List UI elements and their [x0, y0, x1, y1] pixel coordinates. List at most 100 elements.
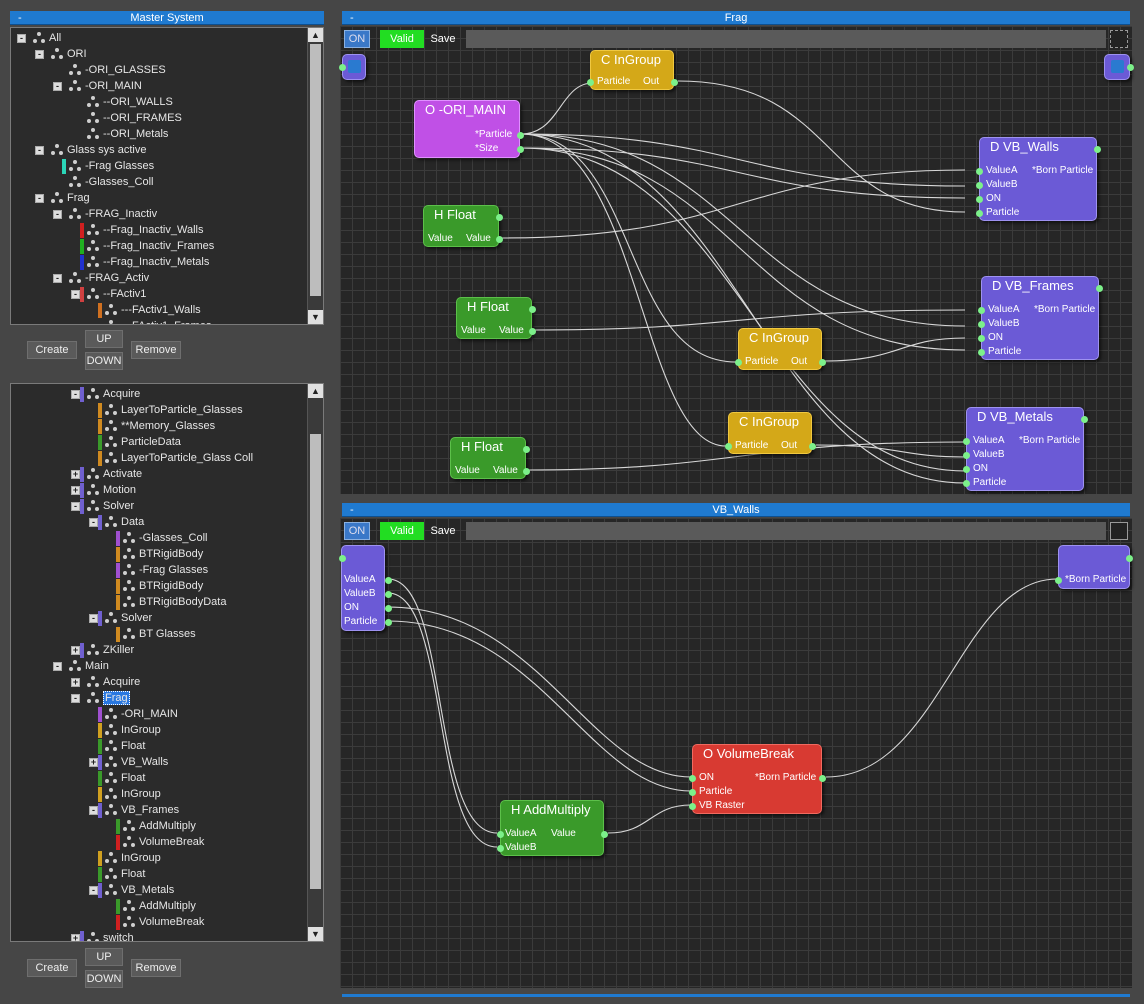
- tree-item[interactable]: +Motion: [71, 482, 136, 498]
- collapse-icon[interactable]: -: [71, 693, 80, 703]
- tree-item[interactable]: --ORI_FRAMES: [71, 110, 182, 126]
- tree-item[interactable]: -Acquire: [71, 386, 140, 402]
- save-button[interactable]: Save: [430, 525, 456, 537]
- in-port-dot[interactable]: [976, 196, 983, 203]
- in-port-dot[interactable]: [978, 335, 985, 342]
- ingroup-node-2[interactable]: C InGroup Particle Out: [735, 328, 826, 370]
- out-port-dot[interactable]: [517, 132, 524, 139]
- tree-item[interactable]: -Data: [89, 514, 144, 530]
- scroll-thumb[interactable]: [310, 44, 321, 296]
- create-button[interactable]: Create: [27, 341, 77, 359]
- collapse-icon[interactable]: -: [53, 273, 62, 283]
- out-port-dot[interactable]: [1096, 285, 1103, 292]
- in-port-dot[interactable]: [963, 466, 970, 473]
- collapse-icon[interactable]: -: [53, 81, 62, 91]
- tree-item[interactable]: -Glasses_Coll: [107, 530, 207, 546]
- out-port-dot[interactable]: [809, 443, 816, 450]
- create-button[interactable]: Create: [27, 959, 77, 977]
- out-port-dot[interactable]: [496, 236, 503, 243]
- command-field[interactable]: [466, 30, 1106, 48]
- remove-button[interactable]: Remove: [131, 959, 181, 977]
- out-port-dot[interactable]: [601, 831, 608, 838]
- expand-icon[interactable]: +: [89, 756, 98, 767]
- float-node-1[interactable]: H Float Value Value: [423, 205, 503, 247]
- tree-item[interactable]: AddMultiply: [107, 898, 196, 914]
- collapse-icon[interactable]: -: [53, 661, 62, 671]
- tree-item[interactable]: ---FActiv1: [71, 286, 146, 302]
- tree-item[interactable]: -ORI_GLASSES: [53, 62, 166, 78]
- tree-item[interactable]: BT Glasses: [107, 626, 196, 642]
- collapse-toggle[interactable]: -: [18, 12, 22, 24]
- out-port-dot[interactable]: [1081, 416, 1088, 423]
- tree-item[interactable]: InGroup: [89, 722, 161, 738]
- in-port-dot[interactable]: [963, 480, 970, 487]
- port-dot[interactable]: [529, 306, 536, 313]
- up-button[interactable]: UP: [85, 948, 123, 966]
- tree-item[interactable]: -All: [17, 30, 61, 46]
- out-port-dot[interactable]: [819, 775, 826, 782]
- collapse-icon[interactable]: -: [71, 289, 80, 299]
- input-port-node[interactable]: [339, 54, 366, 80]
- out-port-dot[interactable]: [523, 468, 530, 475]
- tree-item[interactable]: InGroup: [89, 786, 161, 802]
- tree-item[interactable]: VolumeBreak: [107, 914, 204, 930]
- frame-all-icon[interactable]: [1110, 522, 1128, 540]
- collapse-icon[interactable]: -: [71, 501, 80, 511]
- vb-walls-input-node[interactable]: ValueA ValueB ON Particle: [339, 545, 392, 631]
- tree-item[interactable]: InGroup: [89, 850, 161, 866]
- save-button[interactable]: Save: [430, 33, 456, 45]
- down-button[interactable]: DOWN: [85, 352, 123, 370]
- in-port-dot[interactable]: [963, 452, 970, 459]
- tree-item[interactable]: --ORI_MAIN: [53, 78, 142, 94]
- volumebreak-node[interactable]: O VolumeBreak ON *Born Particle Particle…: [689, 744, 826, 814]
- vb-walls-output-node[interactable]: *Born Particle: [1055, 545, 1133, 589]
- float-node-3[interactable]: H Float Value Value: [450, 437, 530, 479]
- up-button[interactable]: UP: [85, 330, 123, 348]
- ingroup-node-3[interactable]: C InGroup Particle Out: [725, 412, 816, 454]
- out-port-dot[interactable]: [385, 605, 392, 612]
- expand-icon[interactable]: +: [71, 468, 80, 479]
- tree-item[interactable]: +Activate: [71, 466, 142, 482]
- tree-item[interactable]: LayerToParticle_Glass Coll: [89, 450, 253, 466]
- tree-item[interactable]: -Frag: [71, 690, 130, 706]
- out-port-dot[interactable]: [671, 79, 678, 86]
- in-port-dot[interactable]: [978, 321, 985, 328]
- tree-item[interactable]: --FRAG_Activ: [53, 270, 149, 286]
- port-dot[interactable]: [496, 214, 503, 221]
- frame-all-icon[interactable]: [1110, 30, 1128, 48]
- vb-walls-node[interactable]: D VB_Walls ValueA *Born Particle ValueB …: [976, 137, 1101, 221]
- tree-item[interactable]: --FRAG_Inactiv: [53, 206, 157, 222]
- tree-item[interactable]: -VB_Metals: [89, 882, 174, 898]
- tree-item[interactable]: -VB_Frames: [89, 802, 179, 818]
- expand-icon[interactable]: +: [71, 932, 80, 942]
- port-dot[interactable]: [1126, 555, 1133, 562]
- tree-item[interactable]: Float: [89, 866, 145, 882]
- output-port-node[interactable]: [1104, 54, 1134, 80]
- in-port-dot[interactable]: [976, 182, 983, 189]
- remove-button[interactable]: Remove: [131, 341, 181, 359]
- tree-item[interactable]: -ORI: [35, 46, 87, 62]
- tree-item[interactable]: +ZKiller: [71, 642, 134, 658]
- port-dot[interactable]: [339, 555, 346, 562]
- in-port-dot[interactable]: [689, 775, 696, 782]
- tree-item[interactable]: --Frag_Inactiv_Walls: [71, 222, 203, 238]
- tree-item[interactable]: BTRigidBodyData: [107, 594, 226, 610]
- tree-item[interactable]: Float: [89, 738, 145, 754]
- collapse-icon[interactable]: -: [35, 193, 44, 203]
- tree-item[interactable]: +VB_Walls: [89, 754, 168, 770]
- master-system-tree[interactable]: ▲ ▼ -All-ORI-ORI_GLASSES--ORI_MAIN--ORI_…: [10, 27, 324, 325]
- tree-item[interactable]: **Memory_Glasses: [89, 418, 215, 434]
- scroll-up-icon[interactable]: ▲: [308, 28, 323, 42]
- tree-item[interactable]: BTRigidBody: [107, 546, 203, 562]
- in-port-dot[interactable]: [976, 210, 983, 217]
- tree-item[interactable]: --Frag_Inactiv_Frames: [71, 238, 214, 254]
- in-port-dot[interactable]: [497, 831, 504, 838]
- vb-frames-node[interactable]: D VB_Frames ValueA *Born Particle ValueB…: [978, 276, 1103, 360]
- on-toggle[interactable]: ON: [344, 30, 370, 48]
- out-port-dot[interactable]: [385, 619, 392, 626]
- in-port-dot[interactable]: [963, 438, 970, 445]
- tree-item[interactable]: -Frag: [35, 190, 90, 206]
- tree-item[interactable]: --ORI_WALLS: [71, 94, 173, 110]
- in-port-dot[interactable]: [587, 79, 594, 86]
- on-toggle[interactable]: ON: [344, 522, 370, 540]
